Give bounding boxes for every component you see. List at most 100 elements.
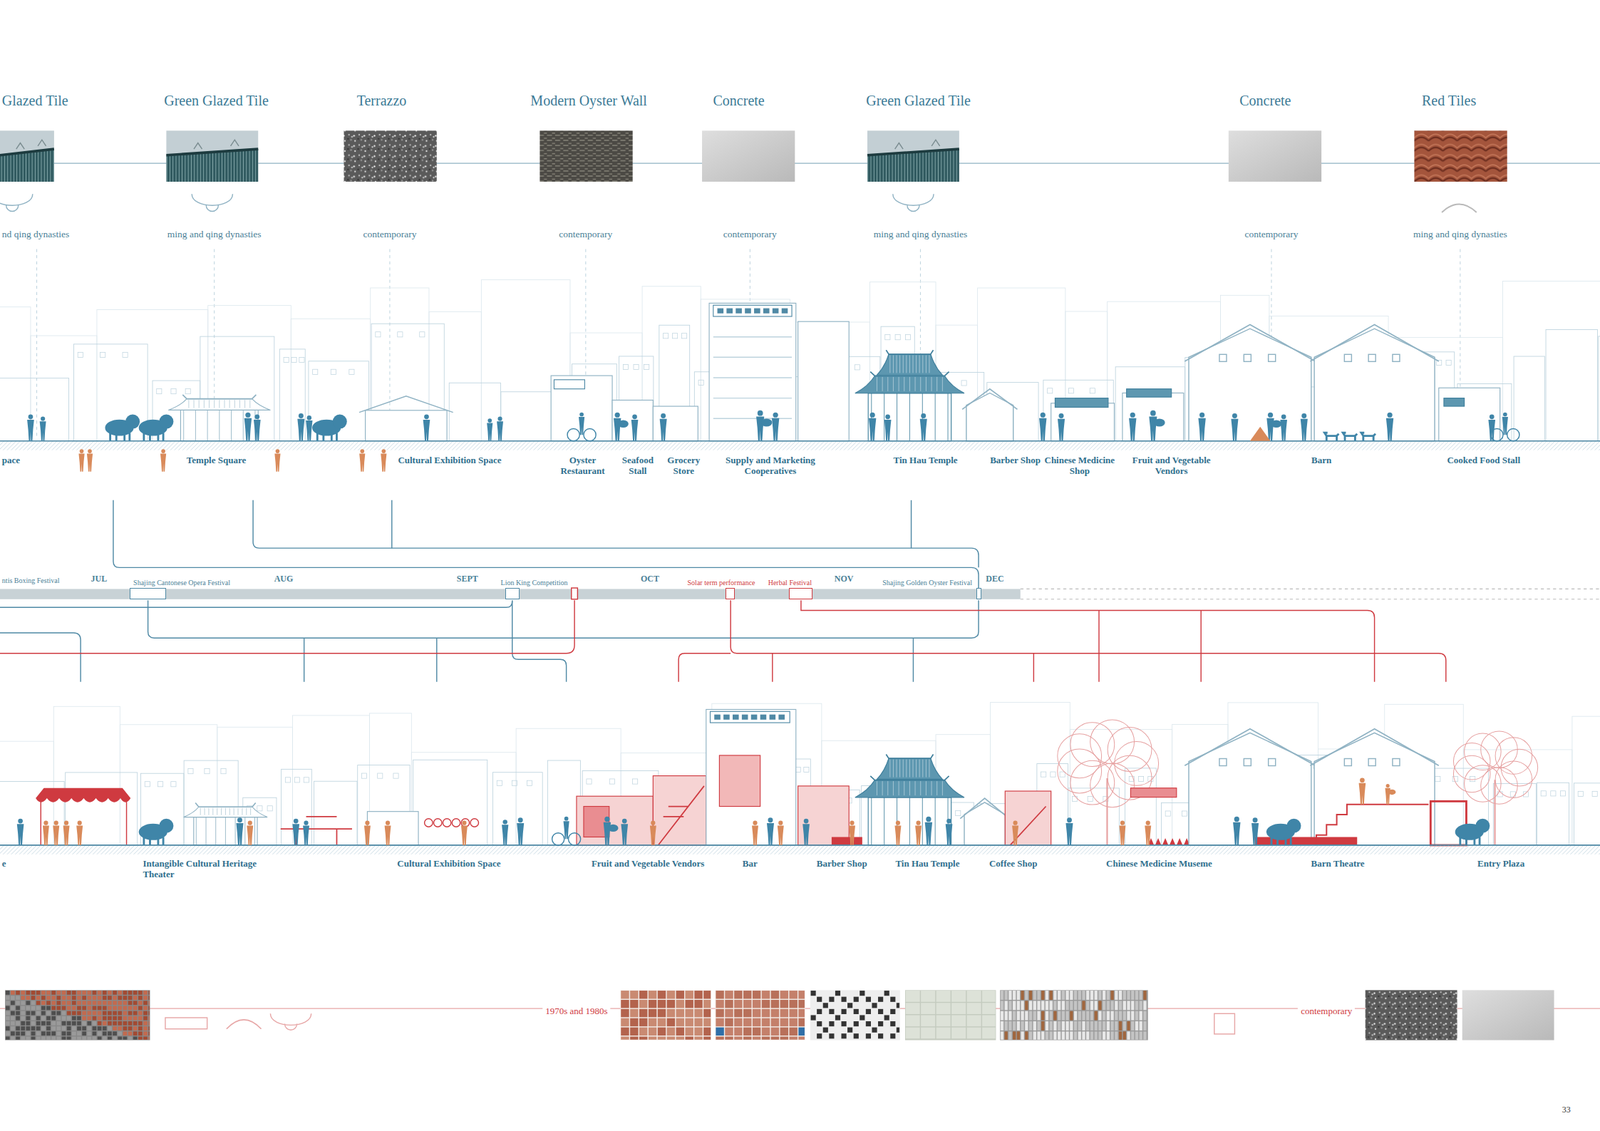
place-label: Cultural Exhibition Space	[396, 858, 501, 870]
text-label: Green Glazed Tile	[163, 92, 269, 110]
mosaic-cell	[46, 1036, 51, 1040]
oyster-wall-swatch	[539, 130, 633, 182]
roof-tile-line	[899, 759, 901, 778]
mosaic-cell	[46, 1006, 51, 1011]
mosaic-cell	[117, 995, 122, 1000]
mosaic-cell	[66, 1016, 72, 1021]
brick-mosaic-swatch	[4, 989, 150, 1040]
mosaic-cell	[148, 1011, 149, 1016]
sign-glyph	[772, 308, 779, 314]
mosaic-cell	[676, 1036, 685, 1040]
mosaic-cell	[743, 1009, 752, 1018]
mosaic-cell	[1057, 1021, 1061, 1031]
carried-load	[617, 419, 629, 427]
event-box: Shajing Cantonese Opera Festival	[129, 587, 167, 600]
figure-head	[382, 448, 387, 454]
roof-tile-line	[229, 399, 231, 408]
mosaic-cell	[620, 990, 629, 999]
figure-body	[86, 453, 93, 472]
mosaic-cell	[639, 1027, 648, 1036]
window	[1592, 791, 1598, 797]
mosaic-cell	[1131, 1000, 1134, 1010]
mosaic-cell	[1139, 990, 1143, 1000]
bicycle-wheel	[1490, 429, 1504, 442]
window	[1165, 811, 1171, 817]
figure-head	[487, 418, 492, 423]
sign-glyph	[735, 308, 742, 314]
text-label: contemporary	[362, 228, 417, 241]
figure-head	[870, 412, 876, 418]
mosaic-cell	[780, 1027, 789, 1036]
person-figure	[359, 448, 365, 472]
mosaic-cell	[1146, 1031, 1148, 1040]
mosaic-cell	[1020, 990, 1024, 1000]
mosaic-cell	[630, 999, 638, 1008]
roof-tile-line	[893, 759, 894, 778]
window	[682, 333, 688, 339]
mosaic-cell	[117, 1016, 122, 1021]
person-figure	[501, 819, 509, 846]
mosaic-cell	[56, 1026, 61, 1031]
mosaic-cell	[26, 990, 31, 995]
swatch-ground	[905, 989, 996, 1040]
column	[244, 817, 246, 846]
mosaic-cell	[657, 1018, 666, 1027]
sky	[0, 130, 55, 182]
mosaic-cell	[1123, 1031, 1127, 1040]
mosaic-cell	[1102, 1021, 1106, 1031]
window	[1268, 758, 1276, 766]
figure-body	[1012, 825, 1019, 846]
mosaic-cell	[788, 1018, 797, 1027]
background-building	[1115, 367, 1185, 442]
mosaic-cell	[1118, 1011, 1122, 1021]
mosaic-cell	[128, 995, 133, 1000]
mosaic-cell	[788, 990, 797, 999]
column	[218, 409, 220, 441]
mosaic-cell	[1146, 1011, 1148, 1021]
mosaic-cell	[15, 990, 20, 995]
mosaic-cell	[10, 1000, 15, 1005]
roof-tile-line	[915, 759, 917, 778]
mosaic-cell	[51, 1021, 56, 1026]
figure-body	[1039, 418, 1047, 442]
mosaic-cell	[1114, 990, 1118, 1000]
shop-building	[709, 302, 797, 441]
mosaic-cell	[620, 1036, 629, 1040]
mosaic-cell	[15, 1036, 20, 1040]
mosaic-cell	[951, 990, 966, 1003]
person-figure	[578, 412, 585, 436]
figure-head	[298, 413, 304, 419]
figure-body	[364, 825, 371, 846]
figure-body	[359, 453, 365, 472]
person-figure	[603, 816, 619, 846]
roof-tile-line	[915, 377, 916, 392]
figure-head	[1150, 410, 1156, 417]
text-label: nd qing dynasties	[2, 228, 70, 241]
event-link-line	[730, 600, 1447, 683]
figure-head	[1281, 414, 1287, 420]
mosaic-cell	[1118, 1031, 1122, 1040]
mosaic-cell	[41, 1026, 46, 1031]
lion-dance-figure	[1266, 818, 1302, 846]
mosaic-cell	[761, 1018, 770, 1027]
column	[183, 409, 184, 441]
shop-building	[1051, 403, 1115, 442]
mosaic-cell	[26, 1011, 31, 1016]
mosaic-cell	[56, 1036, 61, 1040]
mosaic-cell	[1143, 990, 1147, 1000]
mosaic-cell	[1094, 1021, 1098, 1031]
figure-body	[1359, 783, 1367, 805]
shop-building	[798, 321, 850, 442]
mosaic-cell	[31, 995, 36, 1000]
column	[225, 817, 226, 846]
mosaic-cell	[86, 1011, 92, 1016]
roof-tile-line	[905, 759, 907, 778]
mosaic-cell	[36, 1021, 41, 1026]
mosaic-cell	[788, 1027, 797, 1036]
roof-line	[1309, 729, 1439, 767]
mosaic-cell	[1135, 1000, 1139, 1010]
roof-tile-line	[250, 808, 251, 816]
figure-body	[63, 825, 70, 846]
mosaic-cell	[694, 1009, 703, 1018]
swatch-ground	[620, 989, 712, 1040]
